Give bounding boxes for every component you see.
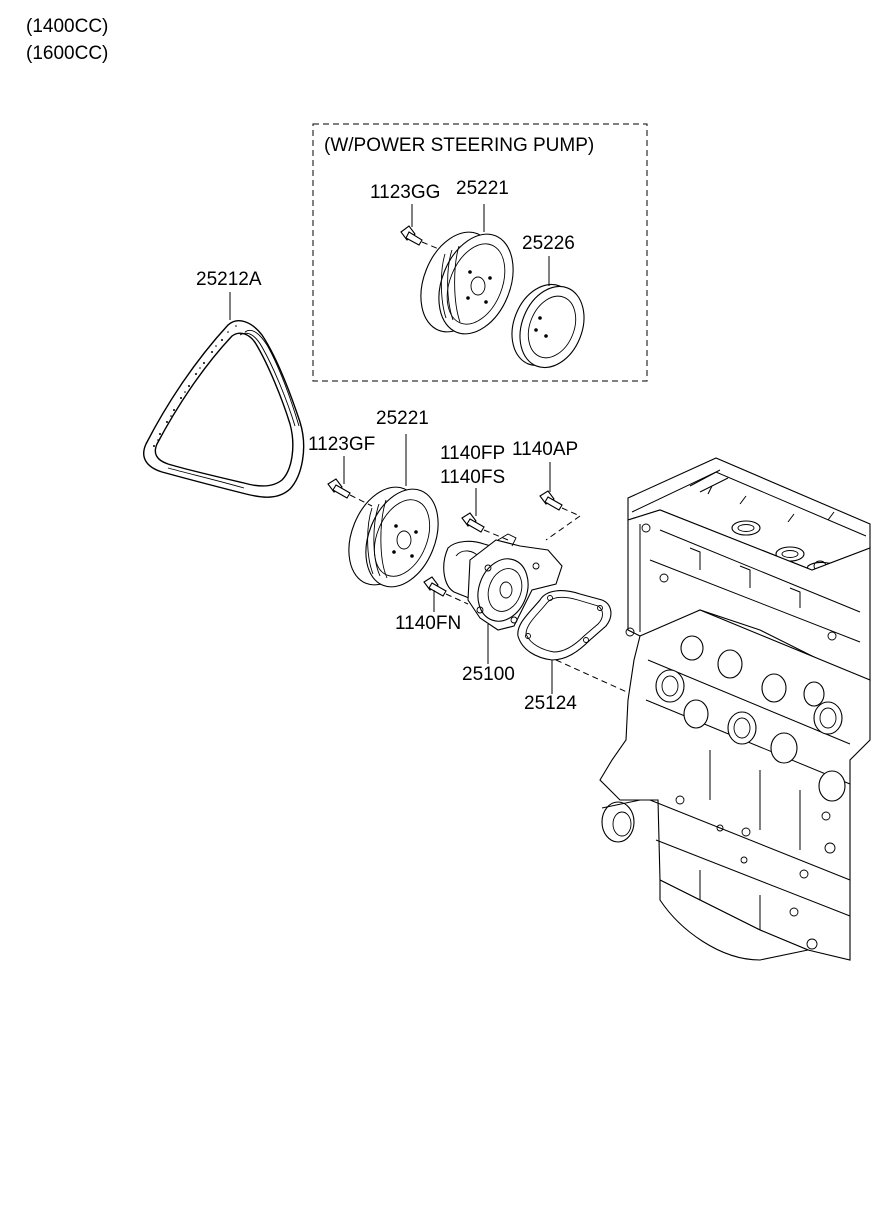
power-steering-group-frame bbox=[312, 123, 648, 382]
ps-pulley bbox=[420, 231, 514, 335]
water-pump bbox=[443, 533, 563, 631]
optional-group-label: (W/POWER STEERING PUMP) bbox=[324, 135, 595, 156]
label-water-pump: 25100 bbox=[462, 664, 515, 685]
label-drive-belt: 25212A bbox=[196, 269, 262, 290]
pump-bolt-fp-fs bbox=[461, 512, 485, 533]
label-bolt-fs: 1140FS bbox=[440, 467, 506, 488]
drive-belt bbox=[143, 320, 305, 498]
water-pump-pulley bbox=[348, 486, 439, 588]
ps-pulley-flange bbox=[511, 283, 585, 369]
note-1400cc: (1400CC) bbox=[26, 16, 109, 37]
label-bolt-fn: 1140FN bbox=[395, 613, 462, 634]
engine-block bbox=[599, 457, 871, 961]
label-water-pump-pulley-bolt: 1123GF bbox=[308, 434, 376, 455]
ps-pulley-bolt bbox=[400, 225, 423, 246]
note-1600cc: (1600CC) bbox=[26, 43, 109, 64]
label-ps-pulley-bolt: 1123GG bbox=[370, 182, 441, 203]
label-bolt-ap: 1140AP bbox=[512, 439, 579, 460]
pump-bolt-ap bbox=[539, 490, 563, 511]
pump-bolt-fn bbox=[423, 576, 447, 597]
label-water-pump-pulley: 25221 bbox=[376, 408, 429, 429]
label-ps-pulley-flange: 25226 bbox=[522, 233, 575, 254]
label-ps-pulley: 25221 bbox=[456, 178, 509, 199]
water-pump-gasket bbox=[517, 590, 612, 661]
label-bolt-fp: 1140FP bbox=[440, 443, 506, 464]
label-water-pump-gasket: 25124 bbox=[524, 693, 577, 714]
water-pump-pulley-bolt bbox=[327, 478, 351, 499]
